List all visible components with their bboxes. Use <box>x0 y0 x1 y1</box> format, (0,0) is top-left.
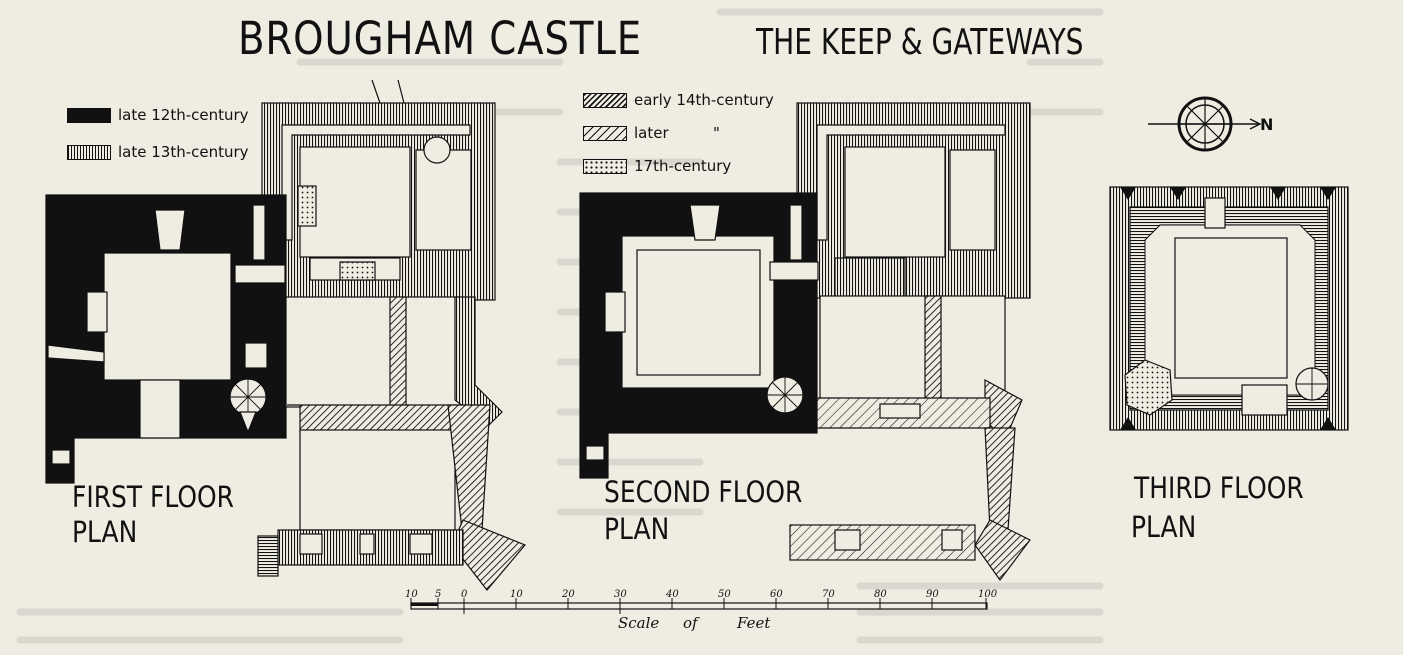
legend-label: later <box>634 124 669 142</box>
second-floor-plan-label: PLAN <box>604 512 670 546</box>
legend-swatch-early-14th <box>583 93 627 108</box>
scale-caption-word: Feet <box>737 614 771 632</box>
scale-tick: 20 <box>562 589 575 600</box>
legend-label: late 13th-century <box>118 143 249 161</box>
legend-label: early 14th-century <box>634 91 774 109</box>
scale-tick: 5 <box>435 589 442 600</box>
second-floor-plan <box>579 102 1031 582</box>
legend-swatch-late-13th <box>67 145 111 160</box>
scale-tick: 100 <box>978 589 998 600</box>
scale-tick: 10 <box>405 589 418 600</box>
legend-ditto-mark: " <box>713 124 720 142</box>
scale-tick: 40 <box>666 589 679 600</box>
scale-tick: 70 <box>822 589 835 600</box>
second-floor-label: SECOND FLOOR <box>604 475 803 509</box>
scale-tick: 80 <box>874 589 887 600</box>
compass-rose-icon <box>1148 96 1262 152</box>
page-subtitle: THE KEEP & GATEWAYS <box>756 22 1084 63</box>
first-floor-plan-label: PLAN <box>72 515 138 549</box>
compass-north-label: N <box>1260 115 1274 134</box>
legend-swatch-late-12th <box>67 108 111 123</box>
first-floor-plan <box>45 79 526 591</box>
third-floor-plan-label: PLAN <box>1131 510 1197 544</box>
legend-swatch-later <box>583 126 627 141</box>
page-title: BROUGHAM CASTLE <box>238 12 643 65</box>
scale-tick: 10 <box>510 589 523 600</box>
legend-label: late 12th-century <box>118 106 249 124</box>
scale-caption-word: of <box>683 614 698 632</box>
scale-tick: 60 <box>770 589 783 600</box>
scale-tick: 50 <box>718 589 731 600</box>
scale-bar <box>410 598 988 614</box>
scale-tick: 90 <box>926 589 939 600</box>
third-floor-label: THIRD FLOOR <box>1134 471 1304 505</box>
third-floor-plan <box>1109 186 1349 431</box>
scale-tick: 30 <box>614 589 627 600</box>
scale-tick: 0 <box>461 589 468 600</box>
first-floor-label: FIRST FLOOR <box>72 480 234 514</box>
legend-swatch-17th <box>583 159 627 174</box>
scale-caption-word: Scale <box>618 614 660 632</box>
legend-label: 17th-century <box>634 157 732 175</box>
